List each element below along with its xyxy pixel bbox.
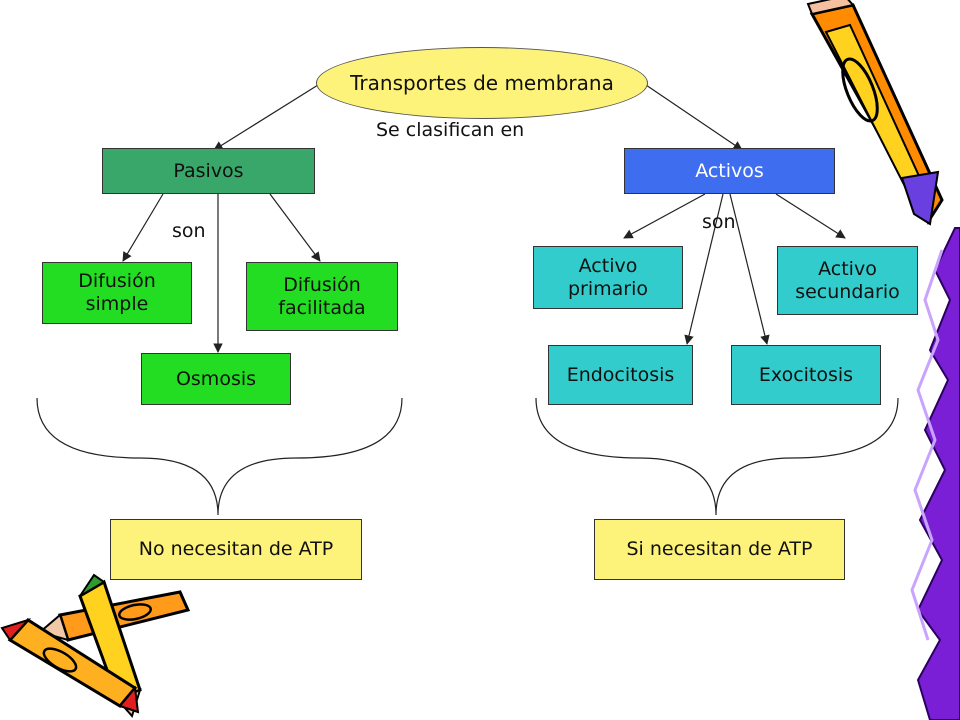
node-difusion-facilitada: Difusión facilitada <box>246 262 398 331</box>
arrow-activos-to-exocitosis <box>729 193 770 345</box>
pencil-clipart-bottom-left <box>0 573 191 719</box>
node-endocitosis: Endocitosis <box>548 345 693 405</box>
connector-arrows <box>122 84 846 353</box>
arrow-title-to-pasivos <box>213 84 319 151</box>
node-activo-secundario: Activo secundario <box>777 246 918 315</box>
node-difusion-simple: Difusión simple <box>42 262 192 324</box>
arrow-activos-to-activo-secundario <box>775 193 846 239</box>
son-label-right: son <box>702 211 736 233</box>
arrow-activos-to-endocitosis <box>684 193 724 345</box>
arrow-activos-to-activo-primario <box>623 193 706 239</box>
node-activo-primario: Activo primario <box>533 246 683 309</box>
son-label-left: son <box>172 220 206 242</box>
connector-label-se-clasifican: Se clasifican en <box>376 119 525 141</box>
title-text: Transportes de membrana <box>350 71 614 95</box>
pencil-clipart-top-right <box>806 0 944 226</box>
node-si-necesitan-atp: Si necesitan de ATP <box>594 519 845 580</box>
brace-right <box>535 397 899 516</box>
node-activos: Activos <box>624 148 835 194</box>
node-osmosis: Osmosis <box>141 353 291 405</box>
grouping-braces <box>36 397 899 516</box>
arrow-pasivos-to-difusion-simple <box>122 193 164 262</box>
arrow-title-to-activos <box>645 84 743 151</box>
title-ellipse: Transportes de membrana <box>316 47 648 119</box>
node-pasivos: Pasivos <box>102 148 315 194</box>
arrow-pasivos-to-difusion-facilitada <box>269 193 321 262</box>
node-no-necesitan-atp: No necesitan de ATP <box>110 519 362 580</box>
node-exocitosis: Exocitosis <box>731 345 881 405</box>
brace-left <box>36 397 403 516</box>
